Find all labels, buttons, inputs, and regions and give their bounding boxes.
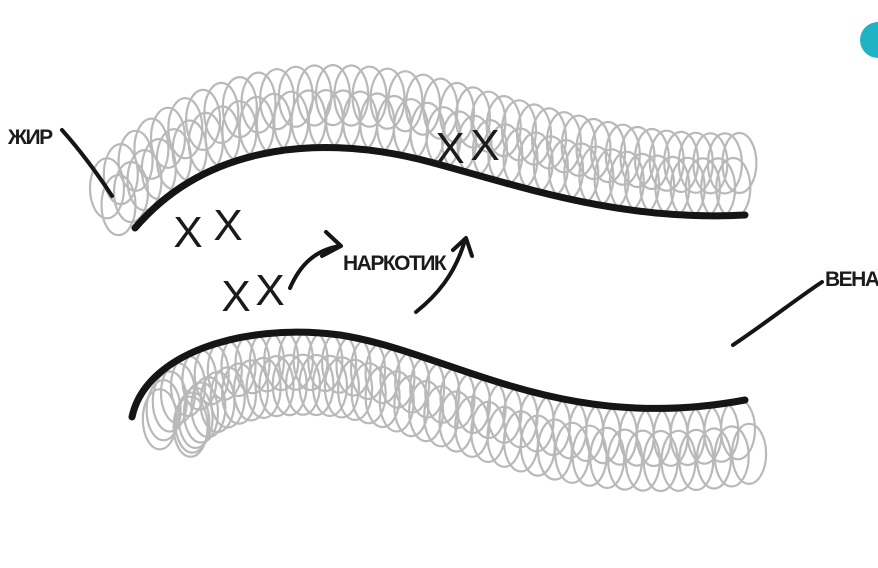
- drug-molecule-mark: X: [213, 201, 242, 250]
- fat-cell: [102, 175, 136, 235]
- teal-dot-icon: [860, 22, 878, 58]
- vein-label: ВЕНА: [825, 268, 878, 291]
- fat-cell: [549, 140, 583, 200]
- vein-leader-line: [733, 282, 822, 345]
- drug-molecule-mark: X: [255, 266, 284, 315]
- drug-molecule-mark: X: [435, 124, 464, 173]
- curved-arrow-icon: [290, 232, 341, 288]
- fat-label: ЖИР: [7, 126, 53, 149]
- drug-label: НАРКОТИК: [343, 252, 447, 275]
- fat-cell: [279, 67, 313, 127]
- fat-cell: [579, 147, 613, 207]
- fat-cell: [564, 144, 598, 204]
- curved-arrow-icon: [416, 238, 472, 312]
- drug-molecule-mark: X: [470, 121, 499, 170]
- drug-molecule-mark: X: [173, 208, 202, 257]
- drug-molecule-mark: X: [221, 272, 250, 321]
